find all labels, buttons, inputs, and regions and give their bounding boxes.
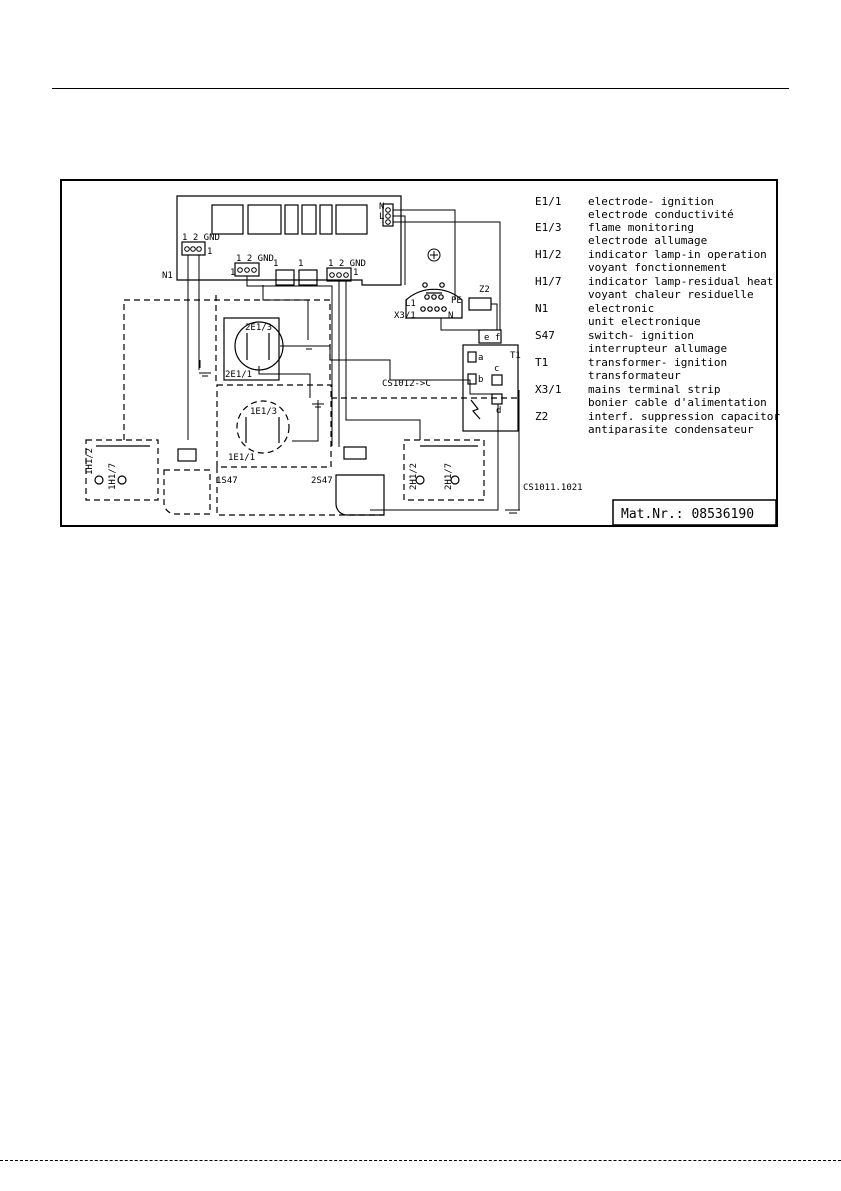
label-z2: Z2 — [479, 285, 490, 295]
switch-1s47 — [163, 448, 211, 515]
legend-en-3: indicator lamp-in operation — [588, 248, 767, 261]
legend-code-7: T1 — [535, 356, 548, 369]
electronic-unit-n1 — [176, 195, 402, 286]
label-one-e: 1 — [353, 268, 358, 278]
mat-nr: Mat.Nr.: 08536190 — [621, 507, 754, 522]
legend-code-6: S47 — [535, 329, 555, 342]
label-h2h17: 2H1/7 — [444, 463, 454, 490]
dashed-boundaries — [123, 295, 520, 516]
label-term-b: b — [478, 375, 483, 385]
legend-en-8: mains terminal strip — [588, 383, 720, 396]
label-term-d: d — [496, 406, 501, 416]
earth-symbol-icon — [427, 248, 441, 262]
label-h1h72: 1H1/2 — [85, 448, 95, 475]
label-l-term: L — [379, 212, 384, 222]
label-n1: N1 — [162, 271, 173, 281]
legend-en-4: indicator lamp-residual heat — [588, 275, 773, 288]
label-gnd-right: 1 2 GND — [328, 259, 366, 269]
label-pe: PE — [451, 296, 462, 306]
legend-fr-2: electrode allumage — [588, 234, 707, 247]
label-one-a: 1 — [207, 247, 212, 257]
label-s2: 2S47 — [311, 476, 333, 486]
legend-code-2: E1/3 — [535, 221, 562, 234]
switch-2s47 — [335, 446, 385, 516]
label-t1: T1 — [510, 351, 521, 361]
legend-fr-9: antiparasite condensateur — [588, 423, 754, 436]
label-x31: X3/1 — [394, 311, 416, 321]
legend-en-7: transformer- ignition — [588, 356, 727, 369]
lamp-group-1 — [85, 439, 159, 501]
label-one-c: 1 — [273, 259, 278, 269]
legend-fr-8: bonier cable d'alimentation — [588, 396, 767, 409]
transformer-t1 — [462, 329, 519, 432]
label-term-e: e — [484, 333, 489, 343]
label-term-c: c — [494, 364, 499, 374]
legend-fr-4: voyant chaleur residuelle — [588, 288, 754, 301]
label-h2h12: 2H1/2 — [409, 463, 419, 490]
label-e1-3: 1E1/3 — [250, 407, 277, 417]
wires — [187, 209, 520, 511]
mat-nr-box — [612, 499, 777, 526]
ground-symbol-icons — [199, 345, 520, 514]
label-s1: 1S47 — [216, 476, 238, 486]
label-h1h17: 1H1/7 — [108, 463, 118, 490]
lamp-group-2 — [403, 439, 485, 501]
label-n-x: N — [448, 311, 453, 321]
label-cs1012: CS1012->C — [382, 379, 431, 389]
legend-fr-3: voyant fonctionnement — [588, 261, 727, 274]
legend-fr-6: interrupteur allumage — [588, 342, 727, 355]
legend: E1/1 electrode- ignition electrode condu… — [535, 195, 780, 436]
legend-code-9: Z2 — [535, 410, 548, 423]
legend-code-8: X3/1 — [535, 383, 562, 396]
label-n-term: N — [379, 202, 384, 212]
legend-code-5: N1 — [535, 302, 548, 315]
electrode-pair-1 — [216, 384, 332, 468]
legend-en-2: flame monitoring — [588, 221, 694, 234]
legend-fr-5: unit electronique — [588, 315, 701, 328]
legend-en-1: electrode- ignition — [588, 195, 714, 208]
legend-fr-7: transformateur — [588, 369, 681, 382]
mains-terminal-x31 — [405, 282, 463, 319]
diagram-frame — [60, 179, 778, 527]
legend-en-5: electronic — [588, 302, 654, 315]
label-cs1011: CS1011.1021 — [523, 483, 583, 493]
label-gnd-mid: 1 2 GND — [236, 254, 274, 264]
capacitor-z2 — [468, 297, 492, 311]
label-l1: L1 — [405, 299, 416, 309]
legend-code-4: H1/7 — [535, 275, 562, 288]
legend-code-3: H1/2 — [535, 248, 562, 261]
label-e2-3: 2E1/3 — [245, 323, 272, 333]
label-gnd-left: 1 2 GND — [182, 233, 220, 243]
label-e1-1: 1E1/1 — [228, 453, 255, 463]
legend-en-9: interf. suppression capacitor — [588, 410, 780, 423]
label-term-a: a — [478, 353, 483, 363]
label-one-b: 1 — [230, 268, 235, 278]
label-term-f: f — [495, 333, 500, 343]
label-e2-1: 2E1/1 — [225, 370, 252, 380]
top-rule — [52, 88, 789, 89]
n1-connector-pins — [184, 207, 391, 278]
legend-en-6: switch- ignition — [588, 329, 694, 342]
legend-code-1: E1/1 — [535, 195, 562, 208]
label-one-d: 1 — [298, 259, 303, 269]
bottom-rule — [0, 1160, 841, 1161]
legend-fr-1: electrode conductivité — [588, 208, 734, 221]
